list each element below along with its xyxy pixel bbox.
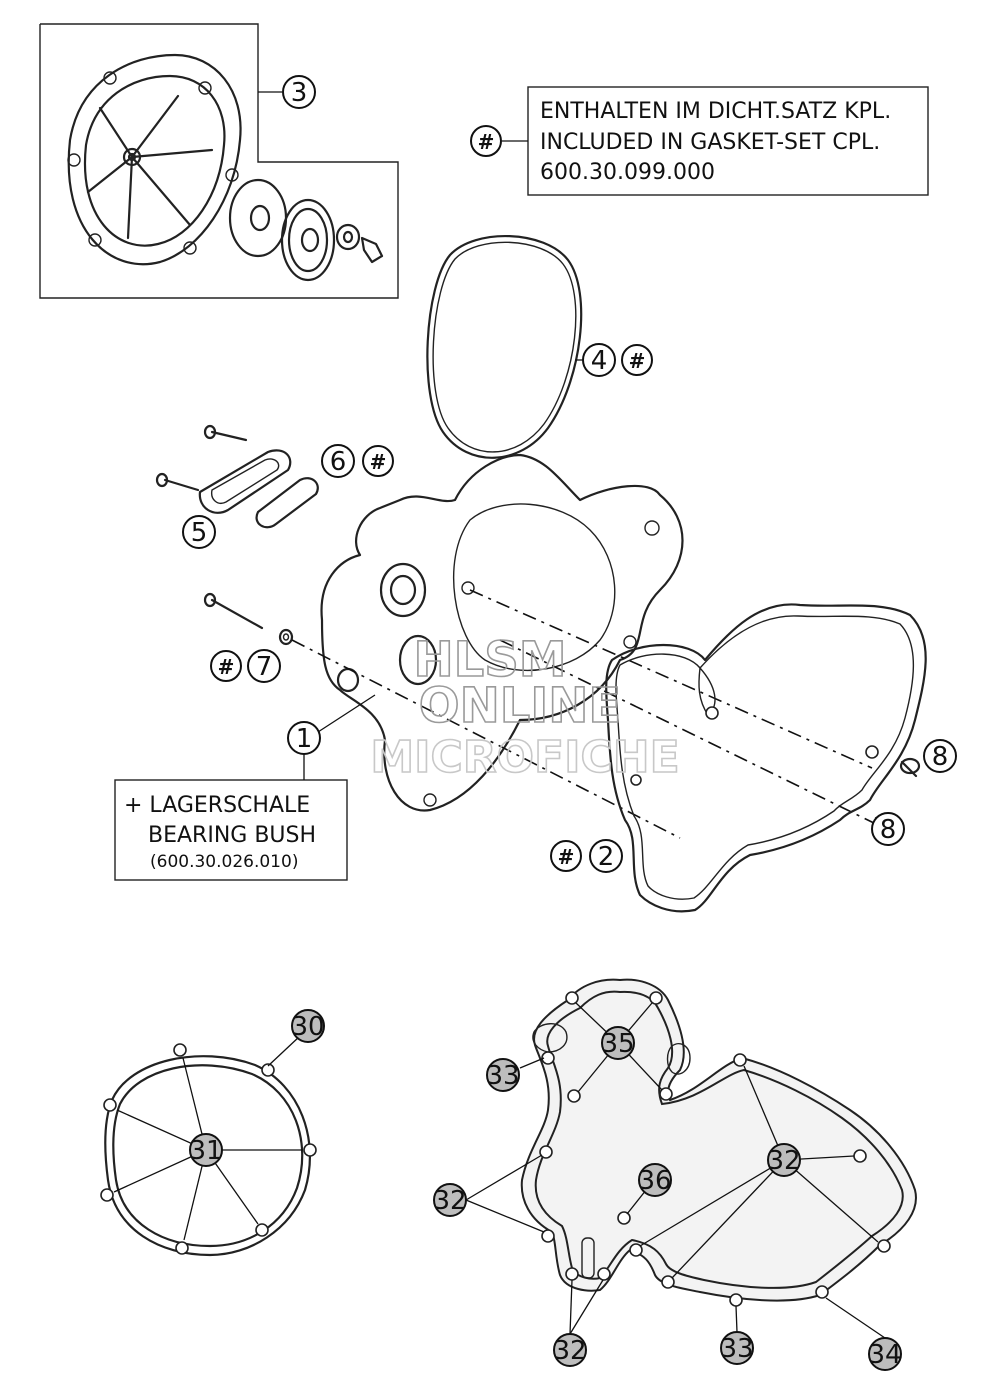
hash-label: # xyxy=(478,130,495,154)
pump-gasket-part-6 xyxy=(255,477,319,529)
cover-disc-large xyxy=(280,198,336,282)
callout-hash-4[interactable]: # xyxy=(621,344,653,376)
callout-1[interactable]: 1 xyxy=(287,721,321,755)
callout-32-label: 32 xyxy=(433,1186,466,1216)
callout-hash-7[interactable]: # xyxy=(210,650,242,682)
callout-7[interactable]: 7 xyxy=(247,649,281,683)
callout-32-label: 32 xyxy=(767,1146,800,1176)
callout-31-label: 31 xyxy=(189,1136,222,1166)
cover-screw xyxy=(360,236,384,264)
callout-hash-2[interactable]: # xyxy=(550,840,582,872)
callout-4[interactable]: 4 xyxy=(582,343,616,377)
bearing-note-line1: + LAGERSCHALE xyxy=(124,793,310,818)
callout-6-label: 6 xyxy=(330,447,347,477)
callout-8-label: 8 xyxy=(932,742,949,772)
callout-33-label: 33 xyxy=(720,1334,753,1364)
bearing-note-line3: (600.30.026.010) xyxy=(150,852,298,872)
cover-kit-box xyxy=(39,23,399,299)
callout-36[interactable]: 36 xyxy=(638,1163,672,1197)
callout-30[interactable]: 30 xyxy=(291,1009,325,1043)
callout-1-label: 1 xyxy=(296,724,313,754)
callout-hash-6[interactable]: # xyxy=(362,445,394,477)
callout-5-label: 5 xyxy=(191,518,208,548)
bolt-and-washer xyxy=(203,592,294,646)
watermark-line2: ONLINE xyxy=(419,678,621,734)
watermark-line3: MICROFICHE xyxy=(370,732,679,783)
callout-33-upper[interactable]: 33 xyxy=(486,1058,520,1092)
callout-2-label: 2 xyxy=(598,842,615,872)
callout-7-label: 7 xyxy=(256,652,273,682)
callout-8-upper[interactable]: 8 xyxy=(923,739,957,773)
gasket-set-note: ENTHALTEN IM DICHT.SATZ KPL. INCLUDED IN… xyxy=(502,86,929,196)
bearing-note-line2: BEARING BUSH xyxy=(148,823,316,848)
gasket-note-line2: INCLUDED IN GASKET-SET CPL. xyxy=(540,130,880,155)
callout-2[interactable]: 2 xyxy=(589,839,623,873)
callout-31[interactable]: 31 xyxy=(189,1133,223,1167)
callout-32-label: 32 xyxy=(553,1336,586,1366)
callout-36-label: 36 xyxy=(638,1166,671,1196)
bearing-bush-note: + LAGERSCHALE BEARING BUSH (600.30.026.0… xyxy=(114,694,376,881)
assembly-lines xyxy=(291,589,881,839)
pump-cover-part-5 xyxy=(155,424,292,514)
callout-3[interactable]: 3 xyxy=(282,75,316,109)
callout-34-label: 34 xyxy=(868,1340,901,1370)
watermark-line1: HLSM xyxy=(413,632,566,688)
cover-disc-small xyxy=(228,178,288,258)
gasket-note-line3: 600.30.099.000 xyxy=(540,160,715,185)
hash-label: # xyxy=(370,450,387,474)
o-ring-part-4 xyxy=(426,234,583,459)
callout-8-label: 8 xyxy=(880,815,897,845)
callout-4-label: 4 xyxy=(591,346,608,376)
housing-gasket-part-2 xyxy=(605,603,927,913)
watermark: HLSM ONLINE MICROFICHE xyxy=(370,631,681,784)
callout-5[interactable]: 5 xyxy=(182,515,216,549)
hash-label: # xyxy=(629,349,646,373)
cover-gasket-30-31 xyxy=(100,1035,317,1257)
callout-33-label: 33 xyxy=(486,1061,519,1091)
callout-35[interactable]: 35 xyxy=(601,1026,635,1060)
callout-6[interactable]: 6 xyxy=(321,444,355,478)
callout-32-bottom[interactable]: 32 xyxy=(553,1333,587,1367)
kit-box-outline xyxy=(39,23,399,299)
callout-32-right[interactable]: 32 xyxy=(767,1143,801,1177)
gasket-note-line1: ENTHALTEN IM DICHT.SATZ KPL. xyxy=(540,99,891,124)
callout-8-lower[interactable]: 8 xyxy=(871,812,905,846)
clutch-cover-outer xyxy=(67,53,242,266)
callout-35-label: 35 xyxy=(601,1029,634,1059)
callout-30-label: 30 xyxy=(291,1012,324,1042)
dowel-upper xyxy=(899,757,921,778)
callout-hash-gasket-note[interactable]: # xyxy=(470,125,502,157)
bearing-note-box xyxy=(114,779,348,881)
hash-label: # xyxy=(558,845,575,869)
callout-3-label: 3 xyxy=(291,78,308,108)
housing-gasket-32-36 xyxy=(465,978,917,1339)
callout-32-left[interactable]: 32 xyxy=(433,1183,467,1217)
callout-33-lower[interactable]: 33 xyxy=(720,1331,754,1365)
cover-nut xyxy=(335,223,361,251)
hash-label: # xyxy=(218,655,235,679)
callout-34[interactable]: 34 xyxy=(868,1337,902,1371)
